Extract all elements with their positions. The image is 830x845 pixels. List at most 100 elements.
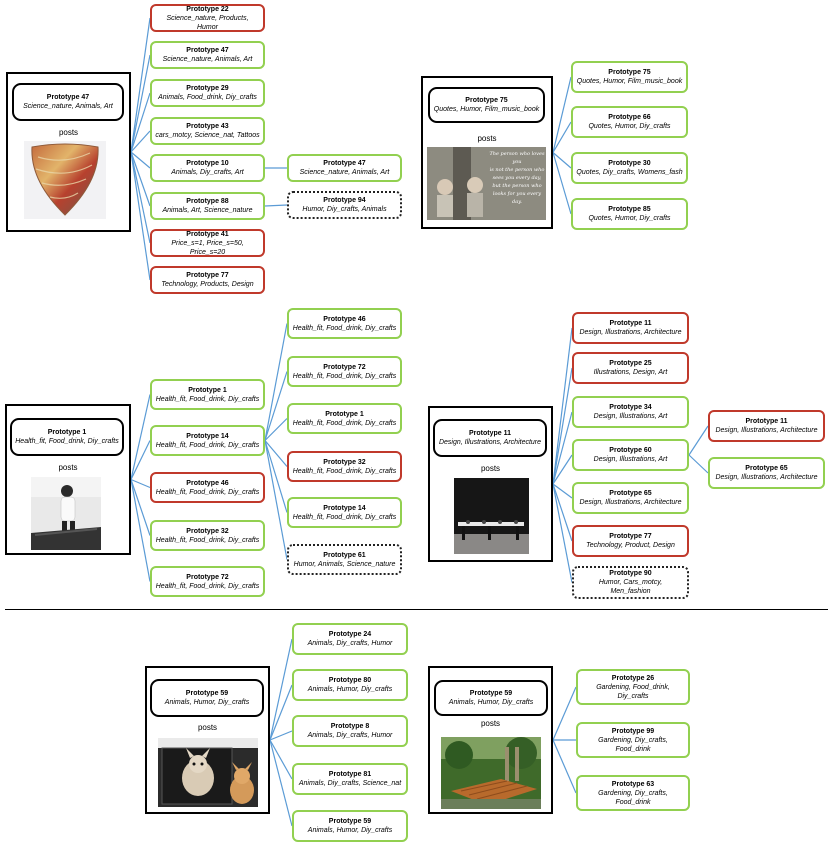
edge-p2-c2: [552, 152, 572, 169]
node-p1-c5: Prototype 88 Animals, Art, Science_natur…: [150, 192, 265, 220]
node-tags: Health_fit, Food_drink, Diy_crafts: [292, 372, 397, 380]
edge-p2-c0: [552, 76, 572, 153]
panel-head-p4: Prototype 11 Design, Illustrations, Arch…: [433, 419, 547, 457]
node-tags: Science_nature, Animals, Art: [23, 103, 113, 110]
node-tags: Health_fit, Food_drink, Diy_crafts: [292, 513, 397, 521]
edge-p6-c0: [552, 686, 577, 741]
node-title: Prototype 34: [609, 404, 652, 411]
node-title: Prototype 30: [608, 160, 651, 167]
edge-p1-c7: [130, 151, 151, 281]
node-title: Prototype 32: [323, 458, 366, 466]
node-title: Prototype 11: [609, 320, 652, 327]
image-woman-on-treadmill: [31, 477, 101, 550]
node-title: Prototype 65: [609, 490, 652, 497]
node-p4-c4: Prototype 65 Design, Illustrations, Arch…: [572, 482, 689, 514]
edge-p1-c0: [130, 17, 151, 153]
node-tags: Animals, Humor, Diy_crafts: [448, 699, 534, 706]
edge-p5-c0: [269, 638, 293, 741]
node-tags: Science_nature, Animals, Art: [162, 56, 253, 63]
node-p4-c2: Prototype 34 Design, Illustrations, Art: [572, 396, 689, 428]
node-p3-c1-g1: Prototype 72 Health_fit, Food_drink, Diy…: [287, 356, 402, 387]
node-title: Prototype 75: [465, 97, 508, 104]
node-title: Prototype 77: [186, 272, 229, 279]
node-tags: Design, Illustrations, Architecture: [579, 329, 682, 336]
node-tags: Health_fit, Food_drink, Diy_crafts: [155, 536, 260, 544]
node-tags: Animals, Food_drink, Diy_crafts: [158, 94, 257, 101]
node-p4-c3: Prototype 60 Design, Illustrations, Art: [572, 439, 689, 471]
node-p4-c3-g1: Prototype 65 Design, Illustrations, Arch…: [708, 457, 825, 489]
node-title: Prototype 72: [323, 363, 366, 371]
posts-label-p4: posts: [480, 464, 501, 473]
node-tags: cars_motcy, Science_nat, Tattoos: [155, 132, 260, 139]
node-tags: Humor, Cars_motcy, Men_fashion: [598, 579, 663, 595]
node-title: Prototype 8: [330, 723, 370, 730]
edge-p1-c2: [130, 92, 151, 153]
node-tags: Animals, Humor, Diy_crafts: [164, 699, 250, 706]
node-tags: Animals, Humor, Diy_crafts: [307, 827, 393, 834]
image-chihuahua-dogs: [158, 738, 258, 807]
node-p4-c5: Prototype 77 Technology, Product, Design: [572, 525, 689, 557]
image-agate-stone-pendant: [24, 141, 106, 219]
edge-p5-c1: [269, 684, 293, 741]
edge-p3-c1-g0: [264, 323, 288, 441]
node-title: Prototype 59: [328, 818, 372, 825]
node-title: Prototype 94: [323, 197, 366, 204]
node-title: Prototype 46: [323, 315, 366, 323]
node-title: Prototype 25: [609, 360, 652, 367]
node-title: Prototype 77: [609, 533, 652, 540]
node-p6-c1: Prototype 99 Gardening, Diy_crafts, Food…: [576, 722, 690, 758]
node-title: Prototype 63: [611, 780, 655, 788]
edge-p4-c5: [552, 483, 573, 542]
edge-p1-c1: [130, 54, 151, 153]
node-p5-c3: Prototype 81 Animals, Diy_crafts, Scienc…: [292, 763, 408, 795]
edge-p3-c0: [130, 394, 151, 480]
node-tags: Health_fit, Food_drink, Diy_crafts: [15, 438, 119, 445]
node-p4-c0: Prototype 11 Design, Illustrations, Arch…: [572, 312, 689, 344]
node-title: Prototype 90: [609, 570, 652, 577]
node-tags: Quotes, Humor, Film_music_book: [576, 78, 683, 85]
node-title: Prototype 47: [323, 160, 366, 167]
node-tags: Health_fit, Food_drink, Diy_crafts: [155, 582, 260, 590]
node-title: Prototype 41: [186, 230, 229, 238]
edge-p3-c3: [130, 479, 151, 536]
node-title: Prototype 99: [611, 727, 655, 735]
node-p5-c4: Prototype 59 Animals, Humor, Diy_crafts: [292, 810, 408, 842]
node-title: Prototype 80: [328, 677, 372, 684]
node-title: Prototype 14: [186, 432, 229, 440]
node-p1-c2: Prototype 29 Animals, Food_drink, Diy_cr…: [150, 79, 265, 107]
node-tags: Gardening, Food_drink, Diy_crafts: [596, 683, 670, 700]
node-p3-c3: Prototype 32 Health_fit, Food_drink, Diy…: [150, 520, 265, 551]
node-tags: Quotes, Diy_crafts, Womens_fash: [576, 169, 683, 176]
node-title: Prototype 26: [611, 674, 655, 682]
node-title: Prototype 1: [325, 410, 364, 418]
image-modern-tables-dark-room: [454, 478, 529, 554]
edge-p3-c1-g2: [264, 418, 288, 441]
node-title: Prototype 29: [186, 85, 229, 92]
node-p3-c4: Prototype 72 Health_fit, Food_drink, Diy…: [150, 566, 265, 597]
image-children-by-tree-quote: The person who loves you is not the pers…: [427, 147, 546, 220]
node-title: Prototype 72: [186, 573, 229, 581]
node-p3-c1-g2: Prototype 1 Health_fit, Food_drink, Diy_…: [287, 403, 402, 434]
edge-p2-c3: [552, 152, 572, 215]
edge-p4-c3-g1: [688, 454, 709, 474]
node-p4-c1: Prototype 25 Illustrations, Design, Art: [572, 352, 689, 384]
node-p1-c1: Prototype 47 Science_nature, Animals, Ar…: [150, 41, 265, 69]
posts-label-p6: posts: [480, 719, 501, 728]
quote-line: sees you every day,: [492, 175, 542, 181]
node-tags: Design, Illustrations, Art: [593, 413, 668, 420]
edge-p3-c1-g5: [264, 440, 288, 560]
node-tags: Illustrations, Design, Art: [593, 369, 668, 376]
node-title: Prototype 47: [186, 47, 229, 54]
edge-p3-c1-g1: [264, 371, 288, 441]
node-tags: Gardening, Diy_crafts, Food_drink: [598, 789, 668, 806]
posts-label-p2: posts: [477, 134, 497, 143]
node-tags: Design, Illustrations, Architecture: [579, 499, 682, 506]
node-title: Prototype 11: [468, 430, 511, 437]
node-title: Prototype 10: [186, 160, 229, 167]
quote-line: but the person who: [492, 183, 542, 189]
node-tags: Animals, Diy_crafts, Art: [171, 169, 244, 176]
node-tags: Animals, Diy_crafts, Humor: [307, 640, 393, 647]
edge-p4-c2: [552, 411, 573, 485]
edge-p4-c3: [552, 454, 573, 485]
